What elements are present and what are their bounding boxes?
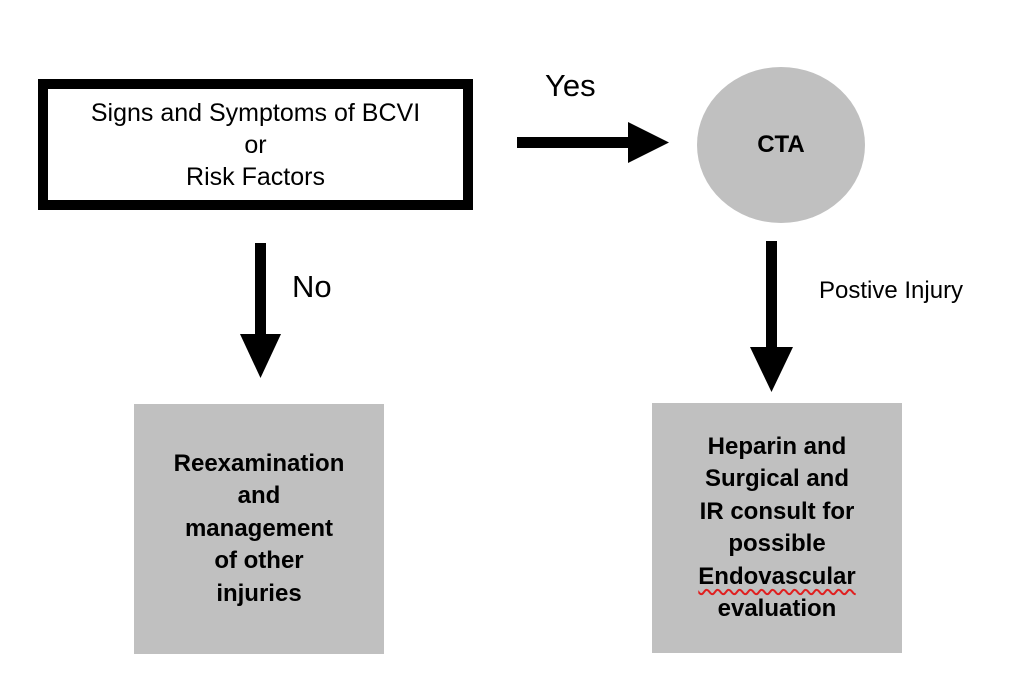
heparin-line-1: Heparin and: [707, 432, 847, 460]
positive-injury-arrow: [750, 241, 793, 392]
heparin-consult-node: Heparin and Surgical and IR consult for …: [652, 403, 902, 653]
cta-node-label: CTA: [757, 131, 805, 158]
heparin-line-4: possible: [728, 530, 826, 557]
start-node-line-1: Signs and Symptoms of BCVI: [90, 98, 421, 127]
heparin-line-6: evaluation: [717, 595, 837, 622]
no-edge-label: No: [292, 269, 332, 304]
reexamination-line-3: management: [184, 514, 334, 542]
heparin-line-2: Surgical and: [704, 465, 850, 492]
yes-edge-label: Yes: [545, 68, 596, 103]
yes-arrow: [517, 122, 669, 163]
reexamination-line-5: injuries: [216, 579, 302, 607]
start-node-signs-symptoms: Signs and Symptoms of BCVI or Risk Facto…: [38, 79, 473, 210]
start-node-line-3: Risk Factors: [186, 162, 325, 191]
reexamination-line-4: of other: [214, 547, 304, 575]
cta-node: CTA: [697, 67, 865, 223]
reexamination-line-2: and: [237, 482, 281, 510]
no-arrow: [240, 243, 281, 378]
heparin-line-5: Endovascular: [698, 561, 855, 594]
start-node-line-2: or: [244, 130, 267, 159]
reexamination-node: Reexamination and management of other in…: [134, 404, 384, 654]
reexamination-line-1: Reexamination: [173, 449, 345, 477]
positive-injury-edge-label: Postive Injury: [819, 277, 964, 304]
heparin-line-3: IR consult for: [699, 497, 855, 525]
spellcheck-underlined-word: Endovascular: [698, 562, 856, 590]
